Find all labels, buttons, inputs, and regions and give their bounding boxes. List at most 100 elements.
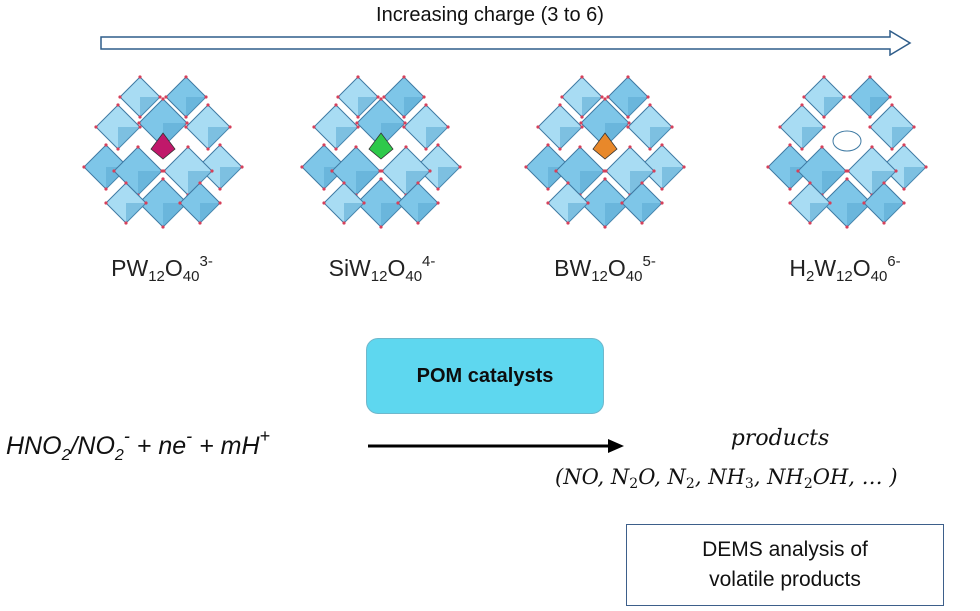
oxygen-atom [138,75,142,79]
oxygen-atom [342,181,346,185]
oxygen-atom [382,95,386,99]
oxygen-atom [342,221,346,225]
oxygen-atom [640,181,644,185]
oxygen-atom [422,95,426,99]
dems-line-1: DEMS analysis of [702,538,868,561]
oxygen-atom [845,225,849,229]
oxygen-atom [322,187,326,191]
oxygen-atom [788,187,792,191]
oxygen-atom [396,201,400,205]
octahedron-shade [904,167,926,189]
oxygen-atom [198,221,202,225]
oxygen-atom [560,95,564,99]
oxygen-atom [204,95,208,99]
octahedron-shade [884,203,904,223]
oxygen-atom [579,121,583,125]
oxygen-atom [808,181,812,185]
label-siw12o40: SiW12O404- [328,253,436,285]
oxygen-atom [104,187,108,191]
oxygen-atom [334,147,338,151]
oxygen-atom [822,115,826,119]
oxygen-atom [820,145,824,149]
octahedron-shade [356,171,380,195]
reaction-arrow [368,439,624,453]
oxygen-atom [300,165,304,169]
oxygen-atom [648,147,652,151]
oxygen-atom [924,165,928,169]
cluster-bw12o40 [524,75,686,229]
oxygen-atom [606,95,610,99]
oxygen-atom [580,115,584,119]
oxygen-atom [436,143,440,147]
oxygen-atom [554,169,558,173]
oxygen-atom [404,145,408,149]
octahedron-shade [138,171,162,195]
octahedron-shade [418,203,438,223]
oxygen-atom [184,75,188,79]
oxygen-atom [206,147,210,151]
oxygen-atom [162,169,166,173]
oxygen-atom [788,201,792,205]
products-title: products [730,426,830,451]
oxygen-atom [178,201,182,205]
octahedron-shade [642,203,662,223]
octahedron-shade [870,97,890,117]
oxygen-atom [94,125,98,129]
oxygen-atom [604,169,608,173]
reactants-equation: HNO2/NO2- + ne- + mH+ [6,426,271,464]
oxygen-atom [890,103,894,107]
oxygen-atom [112,169,116,173]
oxygen-atom [778,125,782,129]
oxygen-atom [766,165,770,169]
oxygen-atom [627,121,631,125]
oxygen-atom [436,201,440,205]
octahedron-shade [220,167,242,189]
oxygen-atom [580,75,584,79]
oxygen-atom [138,115,142,119]
oxygen-atom [882,221,886,225]
oxygen-atom [796,169,800,173]
oxygen-atom [682,165,686,169]
oxygen-atom [808,221,812,225]
oxygen-atom [800,103,804,107]
oxygen-atom [446,125,450,129]
oxygen-atom [586,201,590,205]
oxygen-atom [546,143,550,147]
oxygen-atom [603,177,607,181]
oxygen-atom [558,147,562,151]
oxygen-atom [334,103,338,107]
oxygen-atom [652,169,656,173]
oxygen-atom [184,115,188,119]
octahedron-shade [200,203,220,223]
oxygen-atom [660,201,664,205]
oxygen-atom [185,121,189,125]
octahedron-shade [810,203,830,223]
oxygen-atom [379,225,383,229]
oxygen-atom [646,95,650,99]
oxygen-atom [536,125,540,129]
oxygen-atom [240,165,244,169]
oxygen-atom [82,165,86,169]
oxygen-atom [186,145,190,149]
oxygen-atom [376,95,380,99]
oxygen-atom [626,75,630,79]
octahedron-shade [336,127,358,149]
octahedron-shade [358,97,378,117]
oxygen-atom [870,145,874,149]
oxygen-atom [558,103,562,107]
pom-catalysts-box: POM catalysts [366,338,604,414]
oxygen-atom [218,201,222,205]
oxygen-atom [868,75,872,79]
oxygen-atom [828,201,832,205]
products-list: (NO, N2O, N2, NH3, NH2OH, … ) [555,465,898,492]
oxygen-atom [416,221,420,225]
octahedron-shade [344,203,364,223]
oxygen-atom [322,201,326,205]
octahedron-shade [824,97,844,117]
cluster-siw12o40 [300,75,462,229]
dems-analysis-box: DEMS analysis of volatile products [626,524,944,606]
oxygen-atom [890,147,894,151]
oxygen-atom [912,125,916,129]
oxygen-atom [802,95,806,99]
oxygen-atom [184,125,188,129]
